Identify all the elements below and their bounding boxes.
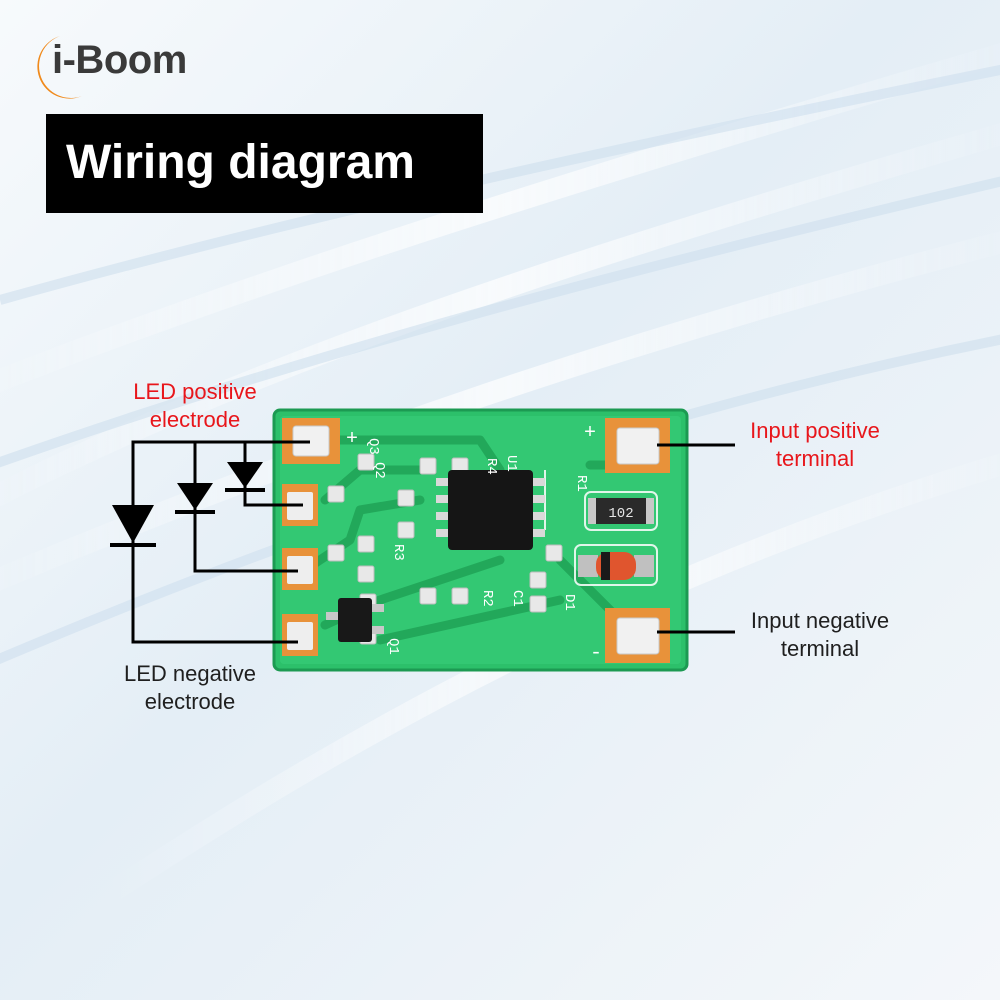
page-title: Wiring diagram (66, 136, 415, 189)
pcb-label-r4: R4 (483, 458, 499, 475)
led-negative-line1: LED negative (123, 661, 257, 686)
led-negative-label: LED negative electrode (100, 660, 280, 716)
led-diode-symbol (175, 483, 215, 514)
pcb-minus-right: - (590, 642, 602, 665)
led-negative-line2: electrode (144, 689, 236, 714)
ic-chip (436, 470, 545, 550)
brand-name: i-Boom (52, 38, 187, 82)
pcb-label-r3: R3 (390, 544, 406, 561)
led-positive-label: LED positive electrode (110, 378, 280, 434)
transistor-q1 (326, 598, 384, 642)
pcb-plus-left: + (346, 428, 358, 451)
pcb-label-q3: Q3 (365, 438, 381, 455)
pcb-label-c1: C1 (509, 590, 525, 607)
pcb-board (272, 408, 689, 672)
pcb-label-r2: R2 (479, 590, 495, 607)
pcb-plus-right: + (584, 422, 596, 445)
led-diode-symbol (225, 462, 265, 492)
pcb-label-r1: R1 (573, 475, 589, 492)
input-positive-label: Input positive terminal (730, 417, 900, 473)
input-negative-line1: Input negative (750, 608, 890, 633)
input-negative-label: Input negative terminal (732, 607, 908, 663)
led-positive-line2: electrode (149, 407, 241, 432)
input-positive-line2: terminal (775, 446, 855, 471)
pcb-label-q1: Q1 (385, 638, 401, 655)
input-positive-line1: Input positive (750, 418, 880, 443)
pcb-label-u1: U1 (503, 455, 519, 472)
resistor-r1 (588, 498, 654, 524)
pcb-label-d1: D1 (561, 594, 577, 611)
led-diode-symbol (110, 505, 156, 547)
led-positive-line1: LED positive (133, 379, 257, 404)
diode-d1 (578, 552, 654, 580)
resistor-marking: 102 (608, 506, 633, 522)
input-negative-line2: terminal (780, 636, 860, 661)
title-banner (46, 114, 483, 213)
pcb-label-q2: Q2 (371, 462, 387, 479)
